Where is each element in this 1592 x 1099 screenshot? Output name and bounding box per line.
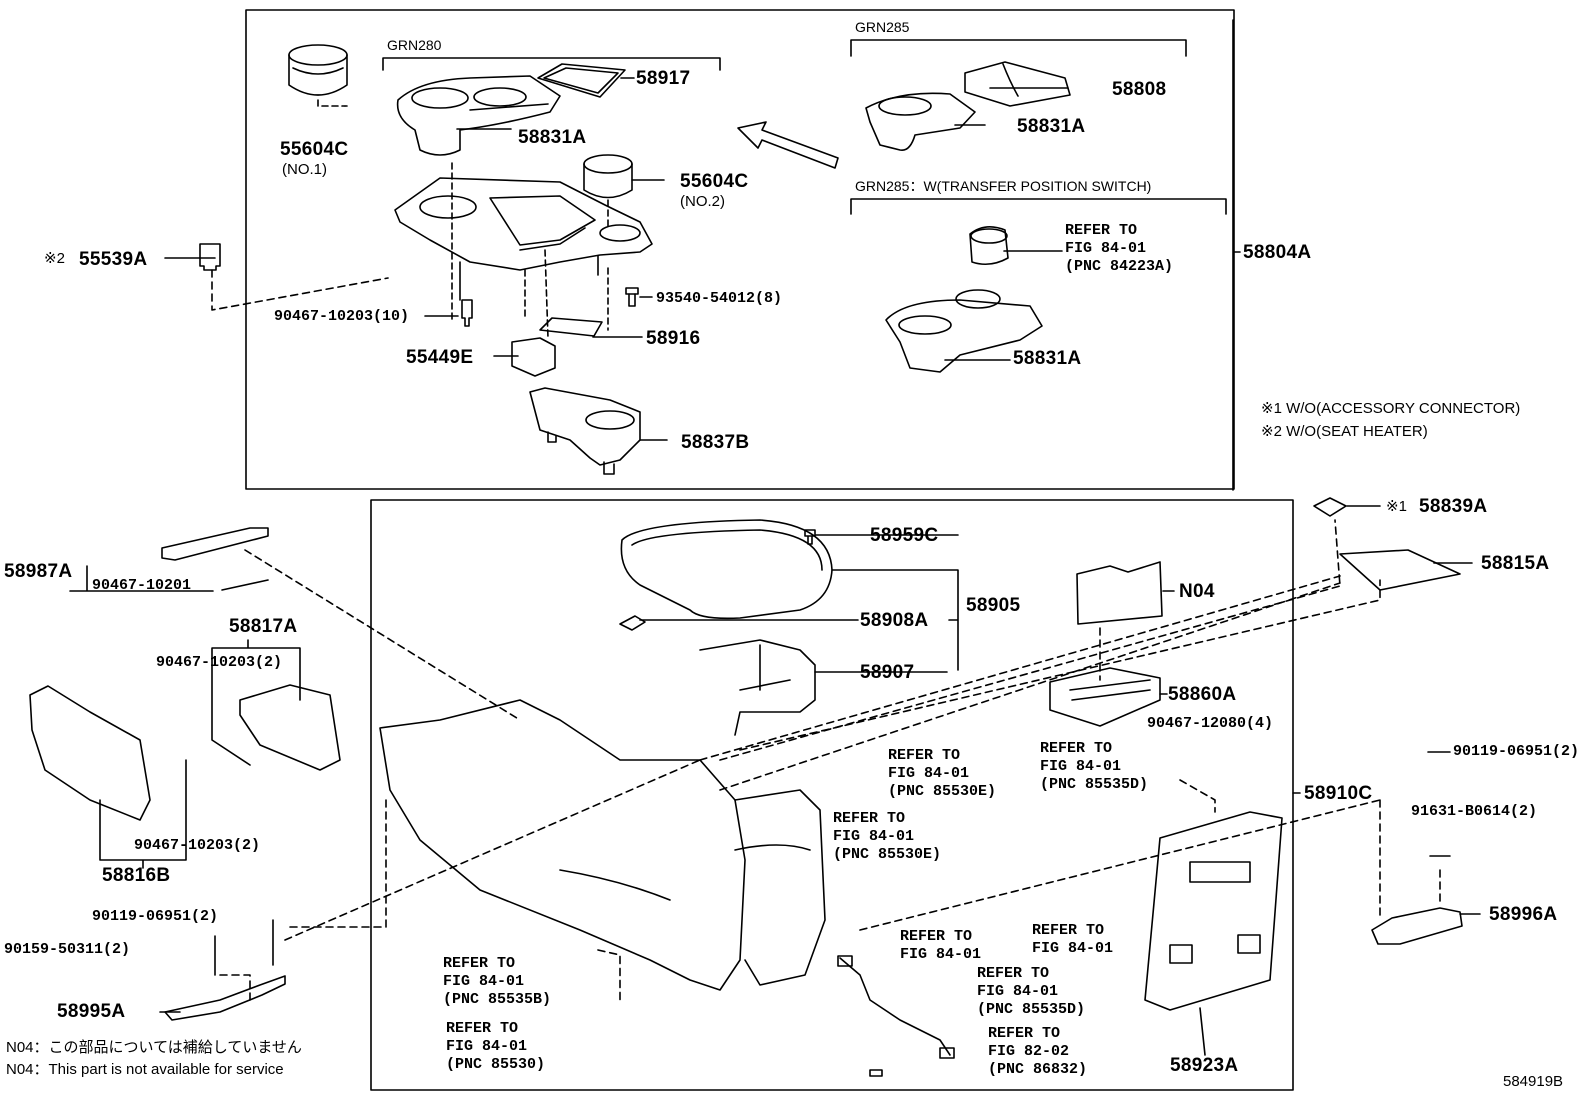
- part-58808[interactable]: 58808: [1112, 79, 1167, 100]
- part-93540-54012-8[interactable]: 93540-54012(8): [656, 290, 783, 307]
- ref-84223a[interactable]: REFER TO FIG 84-01 (PNC 84223A): [1065, 222, 1174, 275]
- part-58908a[interactable]: 58908A: [860, 610, 929, 631]
- cup-holder-no2-drawing: [583, 154, 633, 199]
- part-58917[interactable]: 58917: [636, 68, 691, 89]
- part-55604c-no2[interactable]: 55604C: [680, 171, 749, 192]
- part-58839a[interactable]: 58839A: [1419, 496, 1488, 517]
- ref-86832[interactable]: REFER TO FIG 82-02 (PNC 86832): [988, 1025, 1088, 1078]
- part-55539a[interactable]: 55539A: [79, 249, 148, 270]
- insert-58831a-w-drawing: [885, 289, 1043, 373]
- part-90159-50311-2[interactable]: 90159-50311(2): [4, 941, 131, 958]
- bracket-58995a-drawing: [164, 975, 286, 1021]
- part-58995a[interactable]: 58995A: [57, 1001, 126, 1022]
- figure-code: 584919B: [1503, 1073, 1564, 1090]
- rear-panel-58923a-drawing: [1144, 811, 1283, 1011]
- part-58816b[interactable]: 58816B: [102, 865, 171, 886]
- note-n04-en: N04：This part is not available for servi…: [6, 1061, 284, 1078]
- upper-frame: [245, 9, 1235, 490]
- grn285-bracket: [850, 39, 1187, 57]
- part-90467-12080-4[interactable]: 90467-12080(4): [1147, 715, 1274, 732]
- part-58831a-top[interactable]: 58831A: [518, 127, 587, 148]
- ref-85535d-b[interactable]: REFER TO FIG 84-01 (PNC 85535D): [977, 965, 1086, 1018]
- part-90467-10203-10[interactable]: 90467-10203(10): [274, 308, 410, 325]
- ref-8401-a[interactable]: REFER TO FIG 84-01: [900, 928, 982, 963]
- part-58831a-285[interactable]: 58831A: [1017, 116, 1086, 137]
- bracket-58996a-drawing: [1371, 907, 1463, 945]
- pad-58917-drawing: [537, 63, 626, 98]
- part-58839a-drawing: [1313, 497, 1347, 517]
- screw-93540-drawing: [625, 287, 639, 307]
- part-55604c-no2-sub: (NO.2): [680, 193, 725, 210]
- note-1: ※1 W/O(ACCESSORY CONNECTOR): [1261, 400, 1521, 417]
- harness-drawing: [839, 957, 951, 1056]
- direction-arrow: [737, 121, 839, 169]
- armrest-lid-58905-drawing: [620, 519, 833, 620]
- mark-58839a: ※1: [1386, 498, 1407, 515]
- part-55604c-no1-sub: (NO.1): [282, 161, 327, 178]
- grn285w-bracket: [850, 198, 1227, 215]
- part-58804a[interactable]: 58804A: [1243, 242, 1312, 263]
- pad-58815a-drawing: [1339, 549, 1461, 591]
- part-90119-06951-2b[interactable]: 90119-06951(2): [1453, 743, 1580, 760]
- part-58817a[interactable]: 58817A: [229, 616, 298, 637]
- part-90467-10201[interactable]: 90467-10201: [92, 577, 192, 594]
- bracket-58817a-drawing: [239, 684, 341, 771]
- strip-58987a-drawing: [161, 527, 269, 561]
- box-55449e-drawing: [511, 337, 556, 377]
- insert-58831a-285-drawing: [865, 92, 976, 152]
- part-n04-drawing: [1076, 561, 1163, 625]
- bracket-58804a: [1232, 19, 1241, 491]
- pad-58916-drawing: [539, 317, 603, 337]
- console-body-drawing: [379, 699, 826, 991]
- part-90467-10203-2a[interactable]: 90467-10203(2): [156, 654, 283, 671]
- boot-58808-drawing: [964, 61, 1071, 107]
- side-panel-58816b-drawing: [29, 685, 151, 821]
- part-58923a[interactable]: 58923A: [1170, 1055, 1239, 1076]
- part-58910c[interactable]: 58910C: [1304, 783, 1373, 804]
- holder-58837b-drawing: [529, 387, 641, 475]
- part-58831a-w[interactable]: 58831A: [1013, 348, 1082, 369]
- group-grn285: GRN285: [855, 19, 910, 35]
- ref-85530[interactable]: REFER TO FIG 84-01 (PNC 85530): [446, 1020, 546, 1073]
- ref-85535b[interactable]: REFER TO FIG 84-01 (PNC 85535B): [443, 955, 552, 1008]
- part-55604c-no1[interactable]: 55604C: [280, 139, 349, 160]
- upper-panel-drawing: [394, 177, 653, 301]
- ref-85535d-a[interactable]: REFER TO FIG 84-01 (PNC 85535D): [1040, 740, 1149, 793]
- part-58907[interactable]: 58907: [860, 662, 915, 683]
- note-n04-jp: N04：この部品については補給していません: [6, 1039, 302, 1056]
- group-grn285-w: GRN285：W(TRANSFER POSITION SWITCH): [855, 178, 1152, 194]
- part-58916[interactable]: 58916: [646, 328, 701, 349]
- group-grn280: GRN280: [387, 37, 442, 53]
- part-58959c[interactable]: 58959C: [870, 525, 939, 546]
- mark-55539a: ※2: [44, 250, 65, 267]
- ref-85530e-a[interactable]: REFER TO FIG 84-01 (PNC 85530E): [888, 747, 997, 800]
- lower-frame: [370, 499, 1294, 1091]
- part-58996a[interactable]: 58996A: [1489, 904, 1558, 925]
- part-90467-10203-2b[interactable]: 90467-10203(2): [134, 837, 261, 854]
- part-55449e[interactable]: 55449E: [406, 347, 474, 368]
- ref-85530e-b[interactable]: REFER TO FIG 84-01 (PNC 85530E): [833, 810, 942, 863]
- part-90119-06951-2a[interactable]: 90119-06951(2): [92, 908, 219, 925]
- hinge-58907-drawing: [699, 639, 816, 736]
- note-2: ※2 W/O(SEAT HEATER): [1261, 423, 1428, 440]
- part-58815a[interactable]: 58815A: [1481, 553, 1550, 574]
- part-58860a[interactable]: 58860A: [1168, 684, 1237, 705]
- part-58905[interactable]: 58905: [966, 595, 1021, 616]
- connector-55539a-drawing: [199, 243, 221, 271]
- vent-58860a-drawing: [1049, 667, 1161, 727]
- clip-90467-10203-10-drawing: [461, 299, 473, 327]
- part-91631-b0614-2[interactable]: 91631-B0614(2): [1411, 803, 1538, 820]
- switch-drawing: [969, 226, 1009, 266]
- cup-holder-no1-drawing: [288, 44, 348, 96]
- ref-8401-b[interactable]: REFER TO FIG 84-01: [1032, 922, 1114, 957]
- part-n04[interactable]: N04: [1179, 581, 1215, 602]
- part-58987a[interactable]: 58987A: [4, 561, 73, 582]
- grn280-bracket: [382, 57, 721, 71]
- part-58837b[interactable]: 58837B: [681, 432, 750, 453]
